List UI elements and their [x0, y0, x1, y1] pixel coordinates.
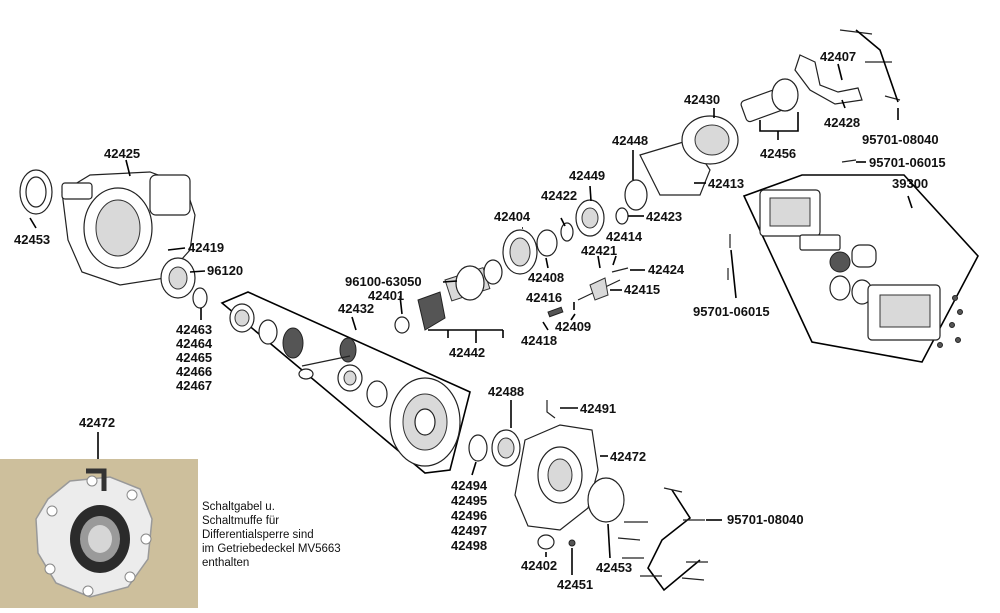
label-42425: 42425 — [104, 146, 140, 161]
label-42472-photo: 42472 — [79, 415, 115, 430]
label-42423: 42423 — [646, 209, 682, 224]
label-95701-06015-mid: 95701-06015 — [693, 304, 770, 319]
label-42414: 42414 — [606, 229, 643, 244]
cover-photo-42472 — [0, 459, 198, 608]
label-42432: 42432 — [338, 301, 374, 316]
note-line-1: Schaltgabel u. — [202, 501, 275, 513]
label-42498: 42498 — [451, 538, 487, 553]
label-42422: 42422 — [541, 188, 577, 203]
label-42449: 42449 — [569, 168, 605, 183]
label-95701-06015-top: 95701-06015 — [869, 155, 946, 170]
label-42415: 42415 — [624, 282, 660, 297]
label-42496: 42496 — [451, 508, 487, 523]
housing-42425 — [19, 169, 208, 309]
actuator-group-39300 — [742, 174, 979, 363]
label-42495: 42495 — [451, 493, 487, 508]
label-42419: 42419 — [188, 240, 224, 255]
label-42442: 42442 — [449, 345, 485, 360]
front-housing-42430 — [639, 78, 799, 196]
bolts-95701-06015 — [727, 234, 731, 280]
label-42497: 42497 — [451, 523, 487, 538]
label-42448: 42448 — [612, 133, 648, 148]
bracket-group — [794, 29, 901, 105]
label-42402: 42402 — [521, 558, 557, 573]
pinion-group-42442 — [394, 222, 574, 334]
label-42413: 42413 — [708, 176, 744, 191]
label-95701-08040-bottom: 95701-08040 — [727, 512, 804, 527]
label-42408: 42408 — [528, 270, 564, 285]
label-42407: 42407 — [820, 49, 856, 64]
label-42421: 42421 — [581, 243, 617, 258]
label-42409: 42409 — [555, 319, 591, 334]
label-42465: 42465 — [176, 350, 212, 365]
label-42404: 42404 — [494, 209, 531, 224]
note-line-2: Schaltmuffe für — [202, 515, 280, 527]
label-96100-63050: 96100-63050 — [345, 274, 422, 289]
label-42463: 42463 — [176, 322, 212, 337]
label-42488: 42488 — [488, 384, 524, 399]
label-42453-left: 42453 — [14, 232, 50, 247]
note-line-5: enthalten — [202, 557, 250, 569]
label-95701-08040-top: 95701-08040 — [862, 132, 939, 147]
bolt-chain-95701-08040 — [617, 487, 708, 592]
label-42416: 42416 — [526, 290, 562, 305]
label-42466: 42466 — [176, 364, 212, 379]
cover-photo-drawing — [35, 468, 153, 598]
label-42430: 42430 — [684, 92, 720, 107]
label-42467: 42467 — [176, 378, 212, 393]
label-42428: 42428 — [824, 115, 860, 130]
shift-fork-group — [547, 267, 629, 318]
label-39300: 39300 — [892, 176, 928, 191]
note-line-3: Differentialsperre sind — [202, 529, 314, 541]
label-42451: 42451 — [557, 577, 593, 592]
label-42491: 42491 — [580, 401, 616, 416]
label-42453-bottom: 42453 — [596, 560, 632, 575]
cover-group-42472 — [468, 400, 625, 550]
note-line-4: im Getriebedeckel MV5663 — [202, 543, 341, 555]
label-42472-right: 42472 — [610, 449, 646, 464]
differential-group-42432 — [220, 291, 471, 474]
label-42401: 42401 — [368, 288, 404, 303]
note-text: Schaltgabel u. Schaltmuffe für Different… — [202, 500, 392, 570]
label-42456: 42456 — [760, 146, 796, 161]
label-42464: 42464 — [176, 336, 213, 351]
label-42418: 42418 — [521, 333, 557, 348]
label-42494: 42494 — [451, 478, 488, 493]
label-96120: 96120 — [207, 263, 243, 278]
bearing-group — [575, 179, 648, 237]
label-42424: 42424 — [648, 262, 685, 277]
